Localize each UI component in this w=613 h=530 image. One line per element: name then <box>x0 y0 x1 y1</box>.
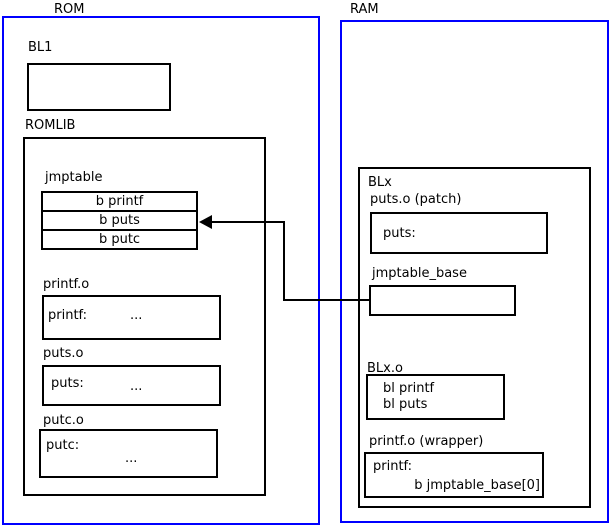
printf-wrapper-symbol: printf: <box>373 459 413 474</box>
jmptable-base-box <box>369 285 516 316</box>
putc-o-dots: ... <box>125 451 138 466</box>
ram-region-title: RAM <box>350 2 379 17</box>
blx-o-line-puts: bl puts <box>383 397 428 412</box>
jmptable-row-printf: b printf <box>43 193 196 212</box>
jmptable-box: b printf b puts b putc <box>41 191 198 250</box>
connector-line-upper <box>211 221 285 223</box>
printf-o-label: printf.o <box>43 277 90 292</box>
putc-o-label: putc.o <box>43 413 84 428</box>
puts-o-symbol: puts: <box>51 376 84 391</box>
rom-region-title: ROM <box>54 2 85 17</box>
jmptable-label: jmptable <box>45 170 103 185</box>
puts-o-box: puts: ... <box>42 365 221 406</box>
ram-region-box <box>340 20 609 523</box>
blx-o-box: bl printf bl puts <box>366 374 505 420</box>
jmptable-row-puts: b puts <box>43 212 196 231</box>
bl1-box <box>27 63 171 111</box>
blx-label: BLx <box>368 175 392 190</box>
jmptable-row-putc: b putc <box>98 232 141 247</box>
puts-o-dots: ... <box>130 379 143 394</box>
rom-region-box <box>2 16 320 525</box>
connector-line-lower <box>283 299 371 301</box>
puts-patch-symbol: puts: <box>383 226 416 241</box>
puts-o-label: puts.o <box>43 346 84 361</box>
bl1-label: BL1 <box>28 40 53 55</box>
printf-o-symbol: printf: <box>48 308 88 323</box>
connector-arrowhead-icon <box>199 215 212 229</box>
printf-wrapper-box: printf: b jmptable_base[0] <box>364 452 544 498</box>
puts-patch-box: puts: <box>370 212 548 254</box>
putc-o-symbol: putc: <box>46 438 80 453</box>
romlib-box <box>23 137 266 496</box>
romlib-label: ROMLIB <box>25 118 76 133</box>
printf-o-box: printf: ... <box>42 295 221 340</box>
printf-o-dots: ... <box>130 308 143 323</box>
blx-o-line-printf: bl printf <box>383 381 435 396</box>
blx-o-label: BLx.o <box>367 361 403 376</box>
puts-patch-label: puts.o (patch) <box>370 192 462 207</box>
putc-o-box: putc: ... <box>39 429 218 478</box>
connector-line-vertical <box>283 221 285 301</box>
printf-wrapper-instruction: b jmptable_base[0] <box>414 478 540 493</box>
jmptable-base-label: jmptable_base <box>372 266 467 281</box>
printf-wrapper-label: printf.o (wrapper) <box>369 434 484 449</box>
blx-box <box>358 167 591 508</box>
